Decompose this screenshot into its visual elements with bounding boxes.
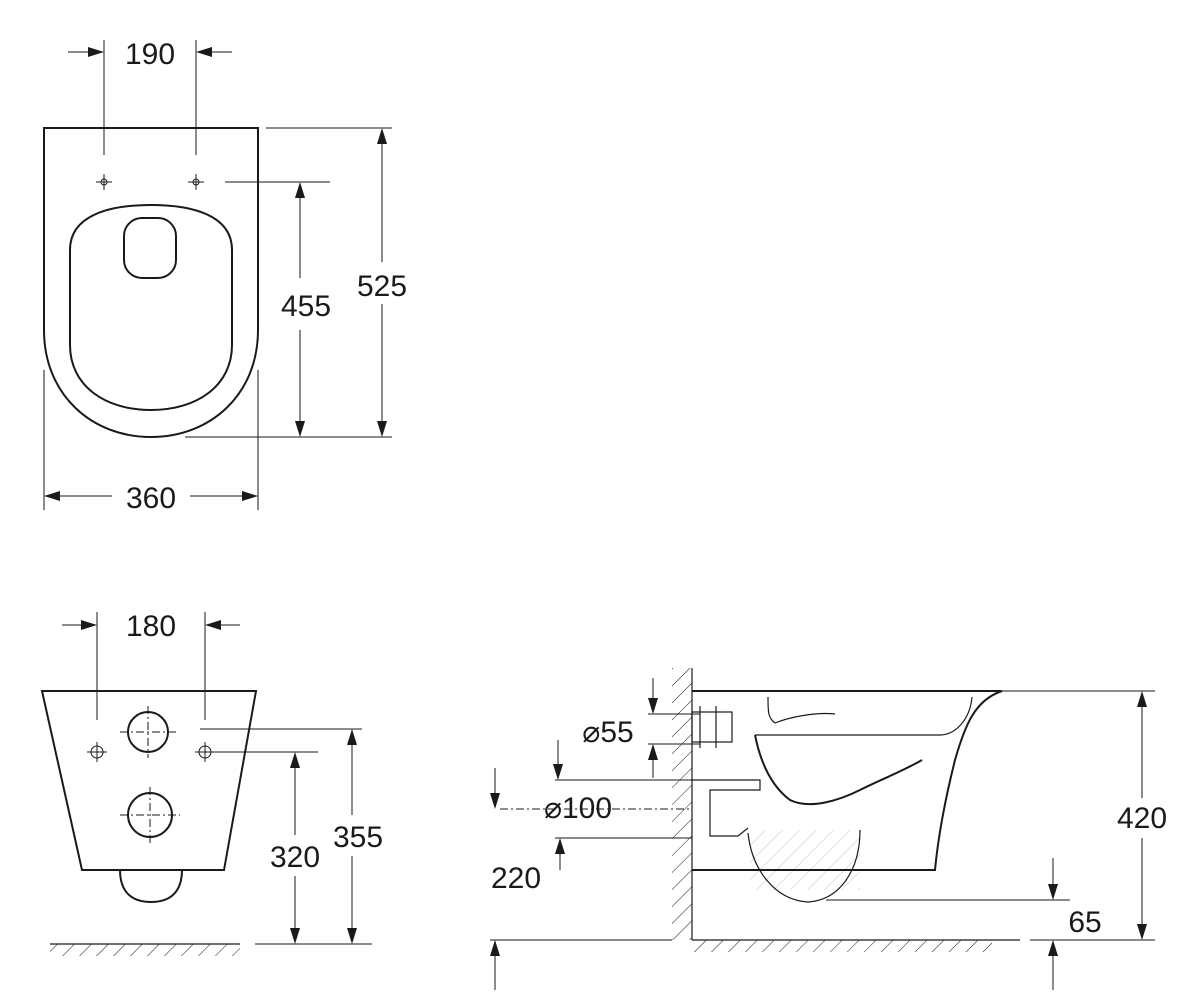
side-rim: [767, 696, 836, 724]
side-water-fill: [750, 830, 860, 890]
front-fixing-hole-left: [87, 742, 107, 762]
front-outlet-hole: [120, 787, 180, 843]
front-view-foot: [119, 869, 183, 904]
side-outlet-pipe: [692, 779, 761, 837]
dim-65: [826, 858, 1070, 990]
dim-label-420: 420: [1117, 802, 1167, 835]
side-trap: [754, 734, 923, 806]
dim-label-525: 525: [357, 270, 407, 303]
dim-dia-100: [500, 740, 692, 839]
top-fixing-hole-left: [96, 174, 112, 190]
dim-label-355: 355: [333, 821, 383, 854]
side-inlet-pipe: [691, 706, 733, 748]
dim-label-455: 455: [281, 290, 331, 323]
dim-355: [200, 728, 362, 944]
top-view: 190 360 455 52: [43, 38, 407, 515]
dim-label-360: 360: [126, 482, 176, 515]
dim-label-190: 190: [125, 38, 175, 71]
dim-label-65: 65: [1068, 906, 1101, 939]
front-view: 180 320 355: [40, 610, 383, 956]
front-fixing-hole-right: [195, 742, 215, 762]
top-view-flush-opening: [123, 217, 177, 279]
front-floor: [50, 943, 240, 956]
top-view-seat: [69, 203, 233, 412]
side-wall: [672, 668, 693, 940]
dim-label-320: 320: [270, 841, 320, 874]
dim-dia-55: [648, 678, 700, 778]
side-view: ⌀55 ⌀100 220 4: [490, 668, 1167, 990]
dim-360: [43, 370, 259, 510]
front-view-outline: [40, 690, 258, 871]
side-floor: [692, 939, 1020, 952]
front-inlet-hole: [120, 706, 176, 758]
dim-190: [68, 40, 232, 155]
dim-label-180: 180: [126, 610, 176, 643]
dim-220: [490, 768, 672, 990]
side-bowl-outline: [692, 690, 1003, 871]
dim-180: [62, 612, 240, 720]
side-bowl-inner: [755, 696, 973, 736]
dim-label-dia-100: ⌀100: [544, 792, 612, 825]
dim-525: [266, 127, 392, 438]
dim-420: [1002, 690, 1155, 941]
dim-label-dia-55: ⌀55: [582, 716, 633, 749]
dim-label-220: 220: [491, 862, 541, 895]
top-view-outline: [43, 127, 259, 439]
dim-455: [185, 181, 330, 438]
dim-320: [212, 751, 372, 945]
top-fixing-hole-right: [188, 174, 204, 190]
